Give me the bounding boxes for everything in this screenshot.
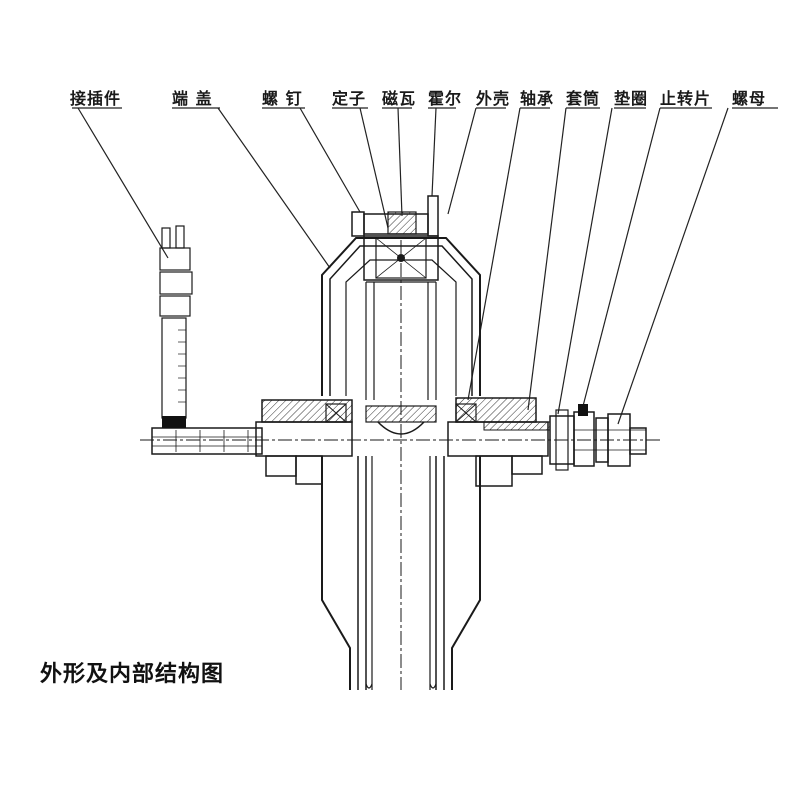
label-screw: 螺 钉 — [262, 89, 303, 108]
label-connector: 接插件 — [70, 89, 122, 108]
label-housing: 外壳 — [476, 89, 511, 108]
label-stop-plate: 止转片 — [660, 89, 712, 108]
end-cover — [255, 399, 353, 485]
label-hall: 霍尔 — [428, 89, 463, 108]
label-bearing: 轴承 — [520, 89, 555, 108]
lower-body — [321, 456, 481, 690]
center-axis — [140, 240, 660, 690]
diagram-caption: 外形及内部结构图 — [40, 662, 225, 687]
leader-lines — [72, 107, 778, 425]
label-washer: 垫圈 — [614, 89, 649, 108]
label-nut: 螺母 — [732, 89, 767, 108]
screws — [351, 195, 439, 237]
connector-part — [159, 225, 193, 428]
bearing-block — [365, 397, 549, 487]
label-sleeve: 套筒 — [566, 89, 601, 108]
label-end-cover: 端 盖 — [172, 89, 213, 108]
label-stator: 定子 — [332, 89, 367, 108]
center-cup — [377, 421, 425, 435]
left-shaft — [151, 427, 263, 455]
label-magnet: 磁瓦 — [382, 89, 417, 108]
